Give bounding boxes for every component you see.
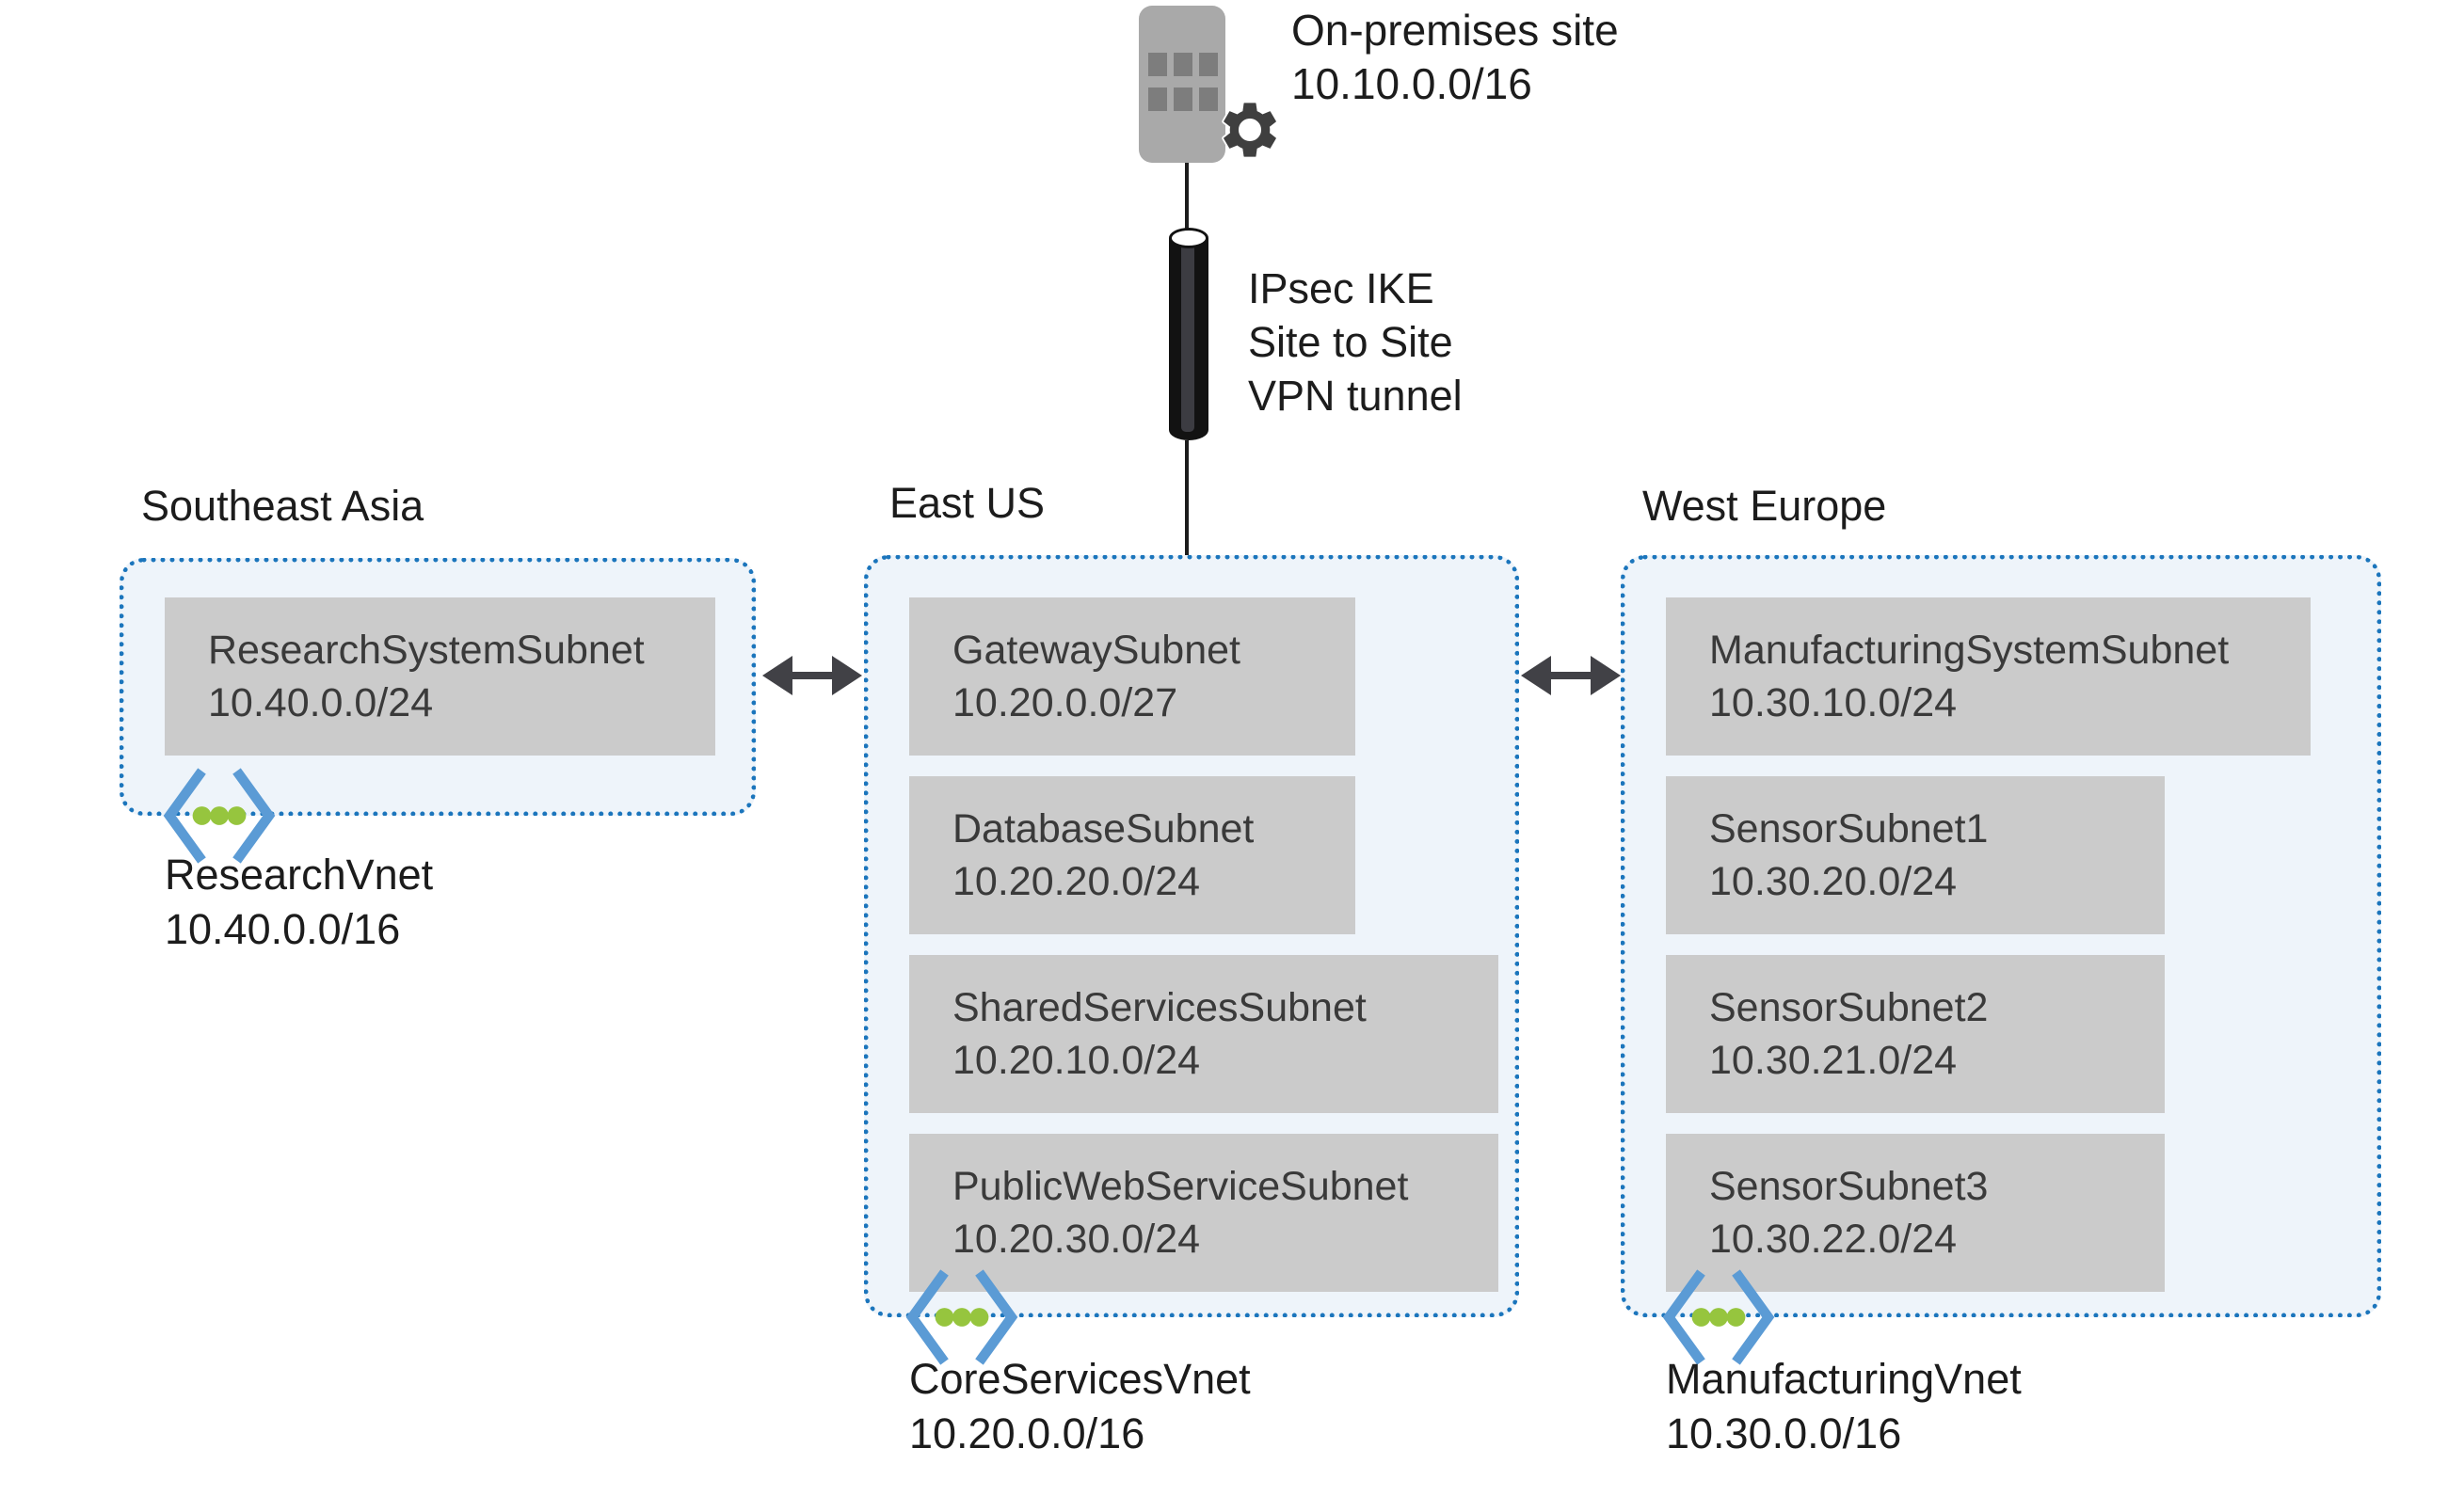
on-premises-title: On-premises site bbox=[1291, 6, 1619, 55]
subnet-name: GatewaySubnet bbox=[952, 628, 1240, 673]
subnet-name: ManufacturingSystemSubnet bbox=[1709, 628, 2230, 673]
subnet-cidr: 10.20.10.0/24 bbox=[952, 1038, 1201, 1083]
building-windows bbox=[1148, 53, 1218, 111]
subnet-name: SensorSubnet2 bbox=[1709, 985, 1989, 1030]
subnet-box: PublicWebServiceSubnet 10.20.30.0/24 bbox=[909, 1134, 1498, 1292]
vnet-name: ManufacturingVnet bbox=[1666, 1355, 2022, 1403]
subnet-cidr: 10.30.21.0/24 bbox=[1709, 1038, 1958, 1083]
vpn-tunnel-label: IPsec IKE Site to Site VPN tunnel bbox=[1248, 264, 1463, 420]
subnet-box: GatewaySubnet 10.20.0.0/27 bbox=[909, 597, 1355, 756]
subnet-name: SensorSubnet3 bbox=[1709, 1164, 1989, 1209]
subnet-box: DatabaseSubnet 10.20.20.0/24 bbox=[909, 776, 1355, 934]
vnet-cidr: 10.40.0.0/16 bbox=[165, 905, 401, 953]
vnet-label-coreservicesvnet: CoreServicesVnet 10.20.0.0/16 bbox=[909, 1352, 1251, 1461]
subnet-name: DatabaseSubnet bbox=[952, 806, 1255, 851]
subnet-name: PublicWebServiceSubnet bbox=[952, 1164, 1409, 1209]
subnet-cidr: 10.30.22.0/24 bbox=[1709, 1217, 1958, 1262]
peering-arrow-icon bbox=[1521, 656, 1621, 695]
subnet-cidr: 10.40.0.0/24 bbox=[208, 680, 434, 725]
vnet-name: ResearchVnet bbox=[165, 851, 434, 899]
vnet-name: CoreServicesVnet bbox=[909, 1355, 1251, 1403]
virtual-network-icon bbox=[163, 768, 276, 864]
virtual-network-icon bbox=[1662, 1269, 1775, 1365]
region-label-east-us: East US bbox=[889, 479, 1046, 527]
subnet-box: ResearchSystemSubnet 10.40.0.0/24 bbox=[165, 597, 715, 756]
vnet-label-manufacturingvnet: ManufacturingVnet 10.30.0.0/16 bbox=[1666, 1352, 2022, 1461]
peering-arrow-icon bbox=[762, 656, 862, 695]
subnet-cidr: 10.20.20.0/24 bbox=[952, 859, 1201, 904]
subnet-name: SharedServicesSubnet bbox=[952, 985, 1367, 1030]
subnet-box: SharedServicesSubnet 10.20.10.0/24 bbox=[909, 955, 1498, 1113]
subnet-name: SensorSubnet1 bbox=[1709, 806, 1989, 851]
on-premises-label: On-premises site 10.10.0.0/16 bbox=[1291, 4, 1619, 111]
on-premises-building-icon bbox=[1139, 6, 1225, 163]
vpn-tunnel-top bbox=[1169, 228, 1208, 248]
subnet-box: ManufacturingSystemSubnet 10.30.10.0/24 bbox=[1666, 597, 2311, 756]
subnet-name: ResearchSystemSubnet bbox=[208, 628, 645, 673]
region-label-southeast-asia: Southeast Asia bbox=[141, 482, 424, 530]
gear-icon bbox=[1222, 101, 1278, 159]
connector-line-top bbox=[1185, 163, 1189, 232]
vpn-tunnel-icon bbox=[1169, 238, 1208, 440]
subnet-cidr: 10.20.30.0/24 bbox=[952, 1217, 1201, 1262]
vnet-cidr: 10.20.0.0/16 bbox=[909, 1409, 1145, 1457]
vnet-cidr: 10.30.0.0/16 bbox=[1666, 1409, 1902, 1457]
subnet-cidr: 10.30.10.0/24 bbox=[1709, 680, 1958, 725]
subnet-box: SensorSubnet1 10.30.20.0/24 bbox=[1666, 776, 2165, 934]
vnet-label-researchvnet: ResearchVnet 10.40.0.0/16 bbox=[165, 848, 433, 957]
subnet-cidr: 10.30.20.0/24 bbox=[1709, 859, 1958, 904]
subnet-box: SensorSubnet3 10.30.22.0/24 bbox=[1666, 1134, 2165, 1292]
subnet-cidr: 10.20.0.0/27 bbox=[952, 680, 1178, 725]
on-premises-cidr: 10.10.0.0/16 bbox=[1291, 59, 1532, 108]
connector-line-bottom bbox=[1185, 440, 1189, 560]
virtual-network-icon bbox=[905, 1269, 1018, 1365]
subnet-box: SensorSubnet2 10.30.21.0/24 bbox=[1666, 955, 2165, 1113]
region-label-west-europe: West Europe bbox=[1642, 482, 1887, 530]
